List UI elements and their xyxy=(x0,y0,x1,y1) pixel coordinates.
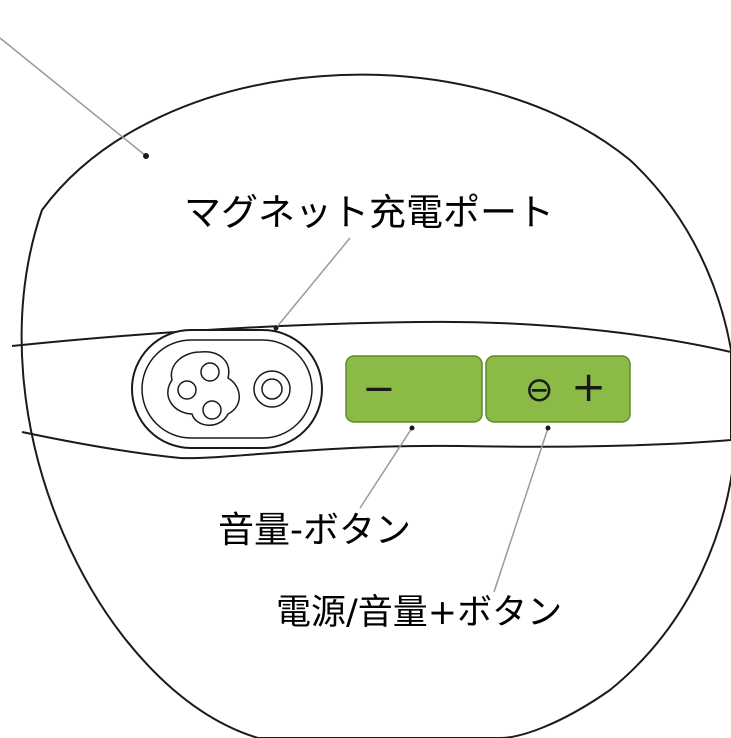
charge-port-leader-line xyxy=(275,237,351,329)
power-plus-leader-dot xyxy=(545,425,551,431)
volume-minus-button xyxy=(345,355,483,423)
charge-pin-bottom xyxy=(202,400,222,420)
power-icon: ⊖ xyxy=(525,370,554,410)
charge-pin-left xyxy=(177,380,197,400)
charge-port-pin-cluster xyxy=(167,351,240,426)
charge-port-leader-dot xyxy=(273,325,279,331)
volume-minus-leader-line xyxy=(359,427,413,509)
magnifier-circle xyxy=(20,73,731,738)
charge-port-inner xyxy=(141,339,313,439)
power-plus-leader-line xyxy=(493,427,549,593)
charge-port-label: マグネット充電ポート xyxy=(184,191,554,234)
power-volume-plus-label: 電源/音量+ボタン xyxy=(276,593,563,633)
power-volume-plus-button xyxy=(485,355,631,423)
volume-minus-label: 音量-ボタン xyxy=(218,510,411,551)
charge-pin-top xyxy=(200,362,220,382)
magnifier-leader-dot xyxy=(143,153,149,159)
magnifier-leader-line xyxy=(0,37,147,157)
charge-pin-right xyxy=(261,378,283,400)
minus-glyph: − xyxy=(362,366,396,412)
plus-glyph: + xyxy=(571,362,607,411)
earphone-band xyxy=(11,320,731,460)
volume-minus-leader-dot xyxy=(409,425,415,431)
